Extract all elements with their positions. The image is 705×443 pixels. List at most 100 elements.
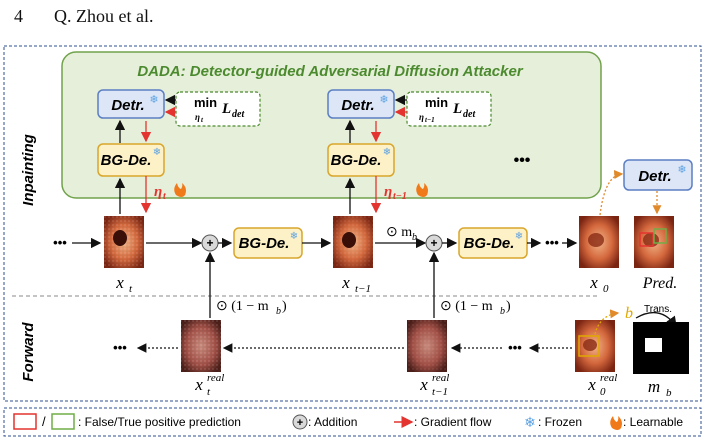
op-one-minus-mask-2-close: ) (506, 299, 511, 314)
param-eta-t1: η (384, 184, 392, 200)
loss-min-t: min (194, 95, 217, 110)
frozen-icon: ❄ (524, 416, 536, 431)
label-xt1-sub: t−1 (355, 283, 371, 295)
legend-slash: / (42, 414, 46, 429)
label-xt1: x (341, 273, 350, 292)
image-x0 (579, 216, 619, 268)
op-one-minus-mask-1: ⊙ (1 − m (216, 299, 269, 314)
label-mb: m (648, 377, 660, 396)
op-one-minus-mask-1-close: ) (282, 299, 287, 314)
arrow-box-to-b (594, 309, 620, 335)
detector-block-t (97, 89, 165, 119)
label-inpainting: Inpainting (20, 134, 37, 206)
loss-L-sub-t1: det (463, 109, 476, 120)
param-eta-t-idx: t (163, 191, 167, 202)
plus-sign-2: + (430, 236, 437, 250)
detector-label-final: Detr. (638, 168, 671, 185)
param-eta-t: η (154, 184, 162, 200)
label-xt: x (115, 273, 124, 292)
loss-L-sub-t: det (232, 109, 245, 120)
legend-gradient-text: : Gradient flow (414, 415, 492, 429)
loss-box-t (175, 91, 261, 127)
loss-box-t1 (406, 91, 492, 127)
label-b: b (625, 305, 633, 322)
param-eta-t1-idx: t−1 (393, 191, 407, 202)
image-xt1 (333, 216, 373, 268)
dada-title: DADA: Detector-guided Adversarial Diffus… (137, 63, 524, 80)
label-xt1-real: x (419, 375, 428, 394)
dada-box (61, 51, 602, 199)
op-mask-mb-sub: b (412, 232, 417, 243)
detector-label-t1: Detr. (341, 97, 374, 114)
legend-fp-tp-text: : False/True positive prediction (78, 415, 241, 429)
bgde-main-label-2: BG-De. (464, 235, 515, 252)
label-xt-real-sub: t (207, 386, 211, 398)
legend-false-positive-box (13, 413, 37, 430)
op-one-minus-mask-2-sub: b (500, 306, 505, 317)
legend-addition-text: : Addition (308, 415, 357, 429)
page-authors: Q. Zhou et al. (54, 6, 154, 26)
arrow-x0-to-detector (599, 169, 624, 216)
ellipsis-mid: ••• (545, 235, 559, 250)
plus-sign-1: + (206, 236, 213, 250)
image-xt (104, 216, 144, 268)
legend-plus-glyph: + (297, 417, 303, 429)
false-positive-box (639, 232, 654, 247)
bgde-main-label-1: BG-De. (239, 235, 290, 252)
frozen-icon: ❄ (153, 147, 161, 158)
bgde-block-t (97, 143, 165, 177)
loss-eta-t1-idx: t−1 (425, 116, 435, 124)
op-one-minus-mask-2: ⊙ (1 − m (440, 299, 493, 314)
ellipsis-dada: ••• (514, 152, 531, 169)
outer-frame (3, 45, 702, 402)
flame-icon (174, 183, 186, 197)
loss-L-t: L (221, 101, 231, 117)
loss-eta-t-idx: t (201, 116, 204, 124)
loss-min-t1: min (425, 95, 448, 110)
label-x0-real-sub: 0 (600, 386, 606, 398)
label-x0: x (589, 273, 598, 292)
image-xt1-real (407, 320, 447, 372)
frozen-icon: ❄ (379, 94, 388, 106)
detector-label-t: Detr. (111, 97, 144, 114)
loss-L-t1: L (452, 101, 462, 117)
page-number: 4 (14, 6, 23, 26)
image-mask-mb (633, 322, 689, 374)
label-xt-real-sup: real (207, 372, 224, 384)
label-forward: Forward (20, 322, 37, 382)
detector-block-t1 (327, 89, 395, 119)
legend-add-icon (292, 414, 308, 430)
label-x0-sub: 0 (603, 283, 609, 295)
legend-true-positive-box (51, 413, 75, 430)
frozen-icon: ❄ (515, 231, 523, 242)
frozen-icon: ❄ (290, 231, 298, 242)
image-x0-real (575, 320, 615, 372)
ellipsis-forward-right: ••• (508, 340, 522, 355)
label-mb-sub: b (666, 387, 672, 399)
label-x0-real-sup: real (600, 372, 617, 384)
op-one-minus-mask-1-sub: b (276, 306, 281, 317)
label-xt1-real-sup: real (432, 372, 449, 384)
ellipsis-forward-left: ••• (113, 340, 127, 355)
image-xt-real (181, 320, 221, 372)
true-positive-box (653, 228, 667, 244)
ellipsis-start: ••• (53, 235, 67, 250)
bgde-label-t1: BG-De. (331, 152, 382, 169)
lesion-box (578, 335, 600, 357)
frozen-icon: ❄ (149, 94, 158, 106)
op-mask-mb: ⊙ m (386, 225, 412, 240)
frozen-icon: ❄ (677, 164, 686, 176)
legend-frozen-text: : Frozen (538, 415, 582, 429)
label-pred: Pred. (642, 275, 678, 292)
loss-eta-t1: η (419, 112, 424, 122)
label-xt-real: x (194, 375, 203, 394)
flame-icon (610, 416, 622, 430)
label-trans: Trans. (644, 304, 672, 315)
label-xt1-real-sub: t−1 (432, 386, 448, 398)
flame-icon (416, 183, 428, 197)
legend-frame (3, 407, 702, 437)
loss-eta-t: η (195, 112, 200, 122)
frozen-icon: ❄ (383, 147, 391, 158)
legend-learnable-text: : Learnable (623, 415, 683, 429)
